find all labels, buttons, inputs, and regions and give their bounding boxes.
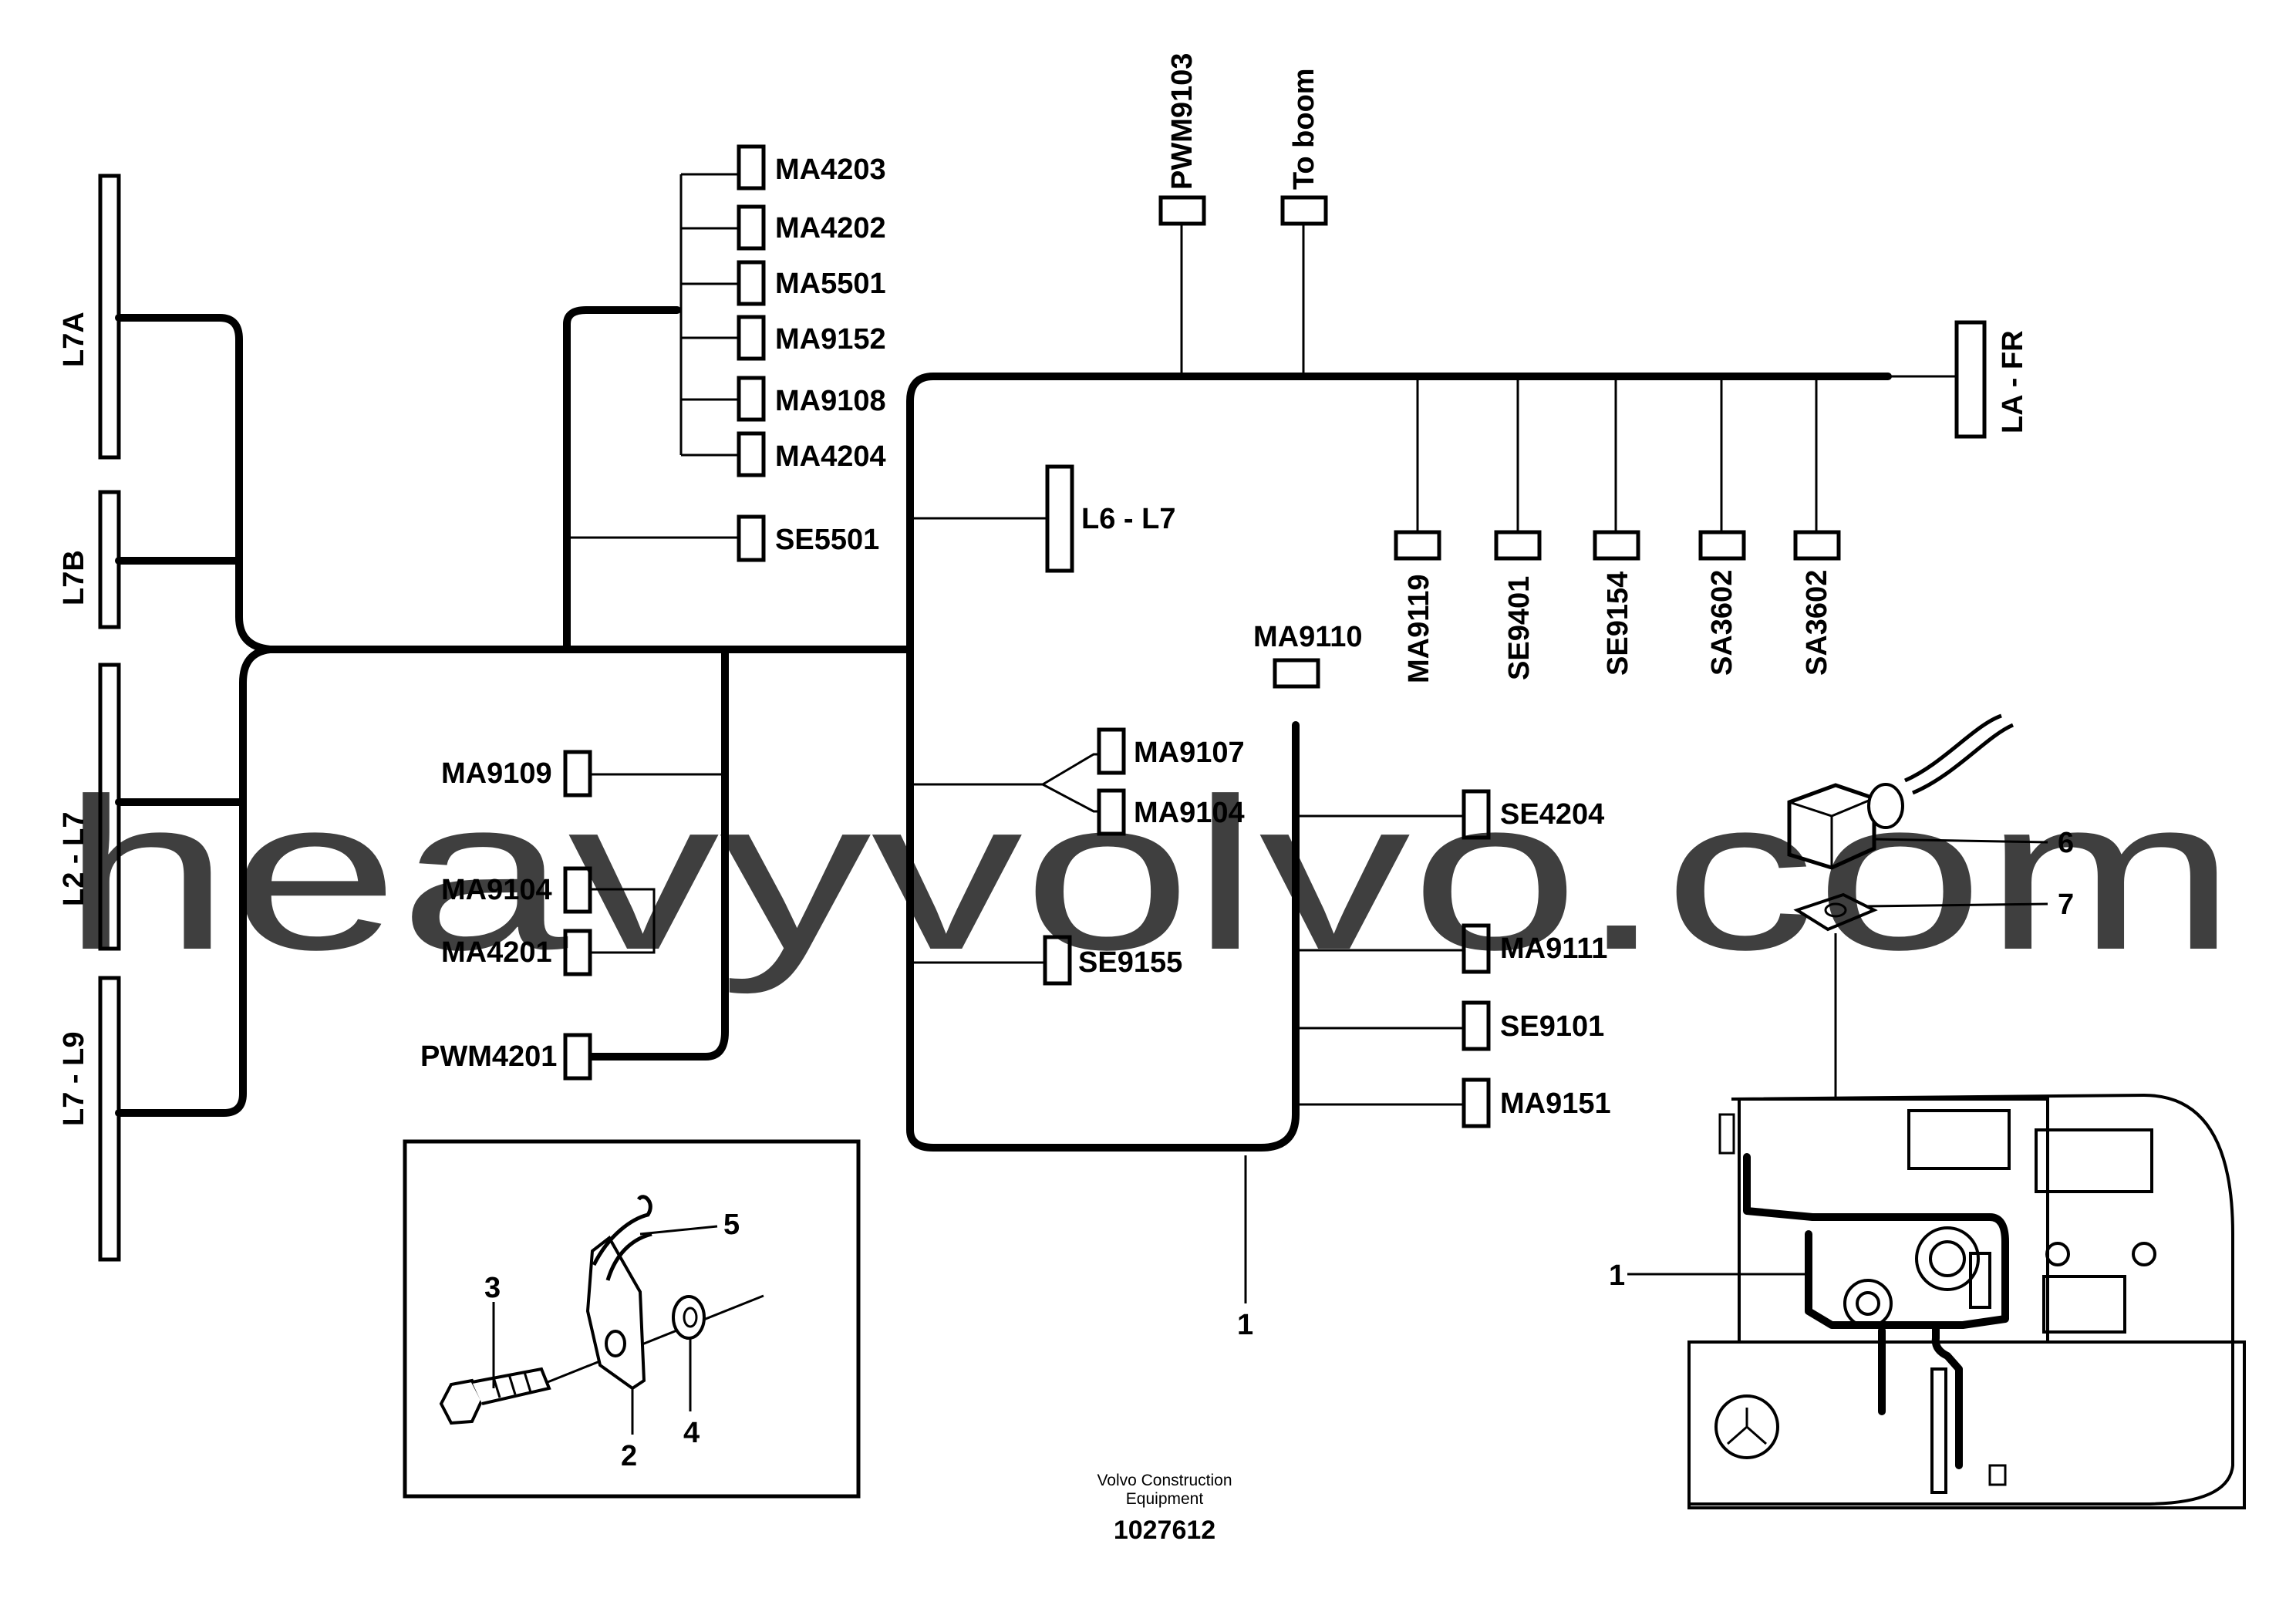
label-ma9107: MA9107 xyxy=(1134,737,1245,769)
clip-drawing xyxy=(585,1236,646,1435)
label-ma9104-left: MA9104 xyxy=(441,874,552,906)
label-ma9111: MA9111 xyxy=(1500,932,1607,965)
footer: Volvo Construction Equipment 1027612 xyxy=(1097,1472,1232,1545)
label-l7-l9: L7 - L9 xyxy=(58,1032,90,1126)
label-pwm9103: PWM9103 xyxy=(1166,53,1199,190)
label-ma9151: MA9151 xyxy=(1500,1088,1611,1120)
label-sa3602-a: SA3602 xyxy=(1706,570,1738,676)
label-ma4204: MA4204 xyxy=(775,440,886,473)
label-ma9104-right: MA9104 xyxy=(1134,797,1245,829)
label-ma9110: MA9110 xyxy=(1253,621,1363,653)
label-se9101: SE9101 xyxy=(1500,1010,1604,1043)
label-ma9119: MA9119 xyxy=(1403,574,1435,683)
bus-connector-l7-l9: L7 - L9 xyxy=(58,976,121,1262)
cable-tie-drawing xyxy=(592,1195,718,1281)
label-la-fr: LA - FR xyxy=(1997,330,2029,433)
washer-drawing xyxy=(672,1295,706,1411)
label-se9154: SE9154 xyxy=(1602,572,1634,676)
label-ma5501: MA5501 xyxy=(775,268,886,300)
callout-washer: 4 xyxy=(683,1417,700,1449)
label-ma9108: MA9108 xyxy=(775,385,886,417)
callout-harness: 1 xyxy=(1237,1309,1253,1341)
label-ma4203: MA4203 xyxy=(775,153,886,186)
bus-connector-l7b: L7B xyxy=(58,490,121,629)
bus-connector-l2-l7: L2 - L7 xyxy=(58,663,121,951)
publisher-line2: Equipment xyxy=(1126,1490,1204,1508)
label-se9155: SE9155 xyxy=(1078,946,1182,979)
part-number: 1027612 xyxy=(1114,1516,1215,1545)
publisher-line1: Volvo Construction xyxy=(1097,1472,1232,1489)
label-ma9152: MA9152 xyxy=(775,323,886,356)
label-pwm4201: PWM4201 xyxy=(420,1040,557,1073)
main-harness xyxy=(115,306,1892,1152)
callout-cable-tie: 5 xyxy=(723,1209,740,1241)
plug-detail: 6 7 xyxy=(1787,713,2074,1211)
label-ma9109: MA9109 xyxy=(441,757,552,790)
label-l6-l7: L6 - L7 xyxy=(1081,503,1175,535)
detail-inset: 3 2 4 5 xyxy=(403,1139,861,1499)
connector-labels: MA4203 MA4202 MA5501 MA9152 MA9108 MA420… xyxy=(420,53,2029,1341)
label-ma4201: MA4201 xyxy=(441,936,552,969)
label-l2-l7: L2 - L7 xyxy=(58,812,90,906)
connector-boxes xyxy=(563,144,1987,1128)
machine-location-view: 1 xyxy=(1609,1093,2246,1509)
label-to-boom: To boom xyxy=(1288,68,1320,190)
label-sa3602-b: SA3602 xyxy=(1801,570,1833,676)
label-se9401: SE9401 xyxy=(1503,576,1536,680)
callout-clip: 2 xyxy=(621,1440,637,1472)
lead-wires xyxy=(567,173,1957,1303)
bus-connector-l7a: L7A xyxy=(58,174,121,460)
callout-gasket: 7 xyxy=(2058,889,2074,921)
label-se4204: SE4204 xyxy=(1500,798,1604,831)
callout-bolt: 3 xyxy=(484,1272,501,1304)
label-ma4202: MA4202 xyxy=(775,212,886,244)
bolt-drawing xyxy=(439,1367,551,1425)
callout-plug: 6 xyxy=(2058,827,2074,859)
callout-harness-location: 1 xyxy=(1609,1259,1625,1292)
label-se5501: SE5501 xyxy=(775,524,879,556)
label-l7a: L7A xyxy=(58,312,90,367)
label-l7b: L7B xyxy=(58,550,90,605)
watermark: heavyvolvo.com xyxy=(62,754,2237,996)
